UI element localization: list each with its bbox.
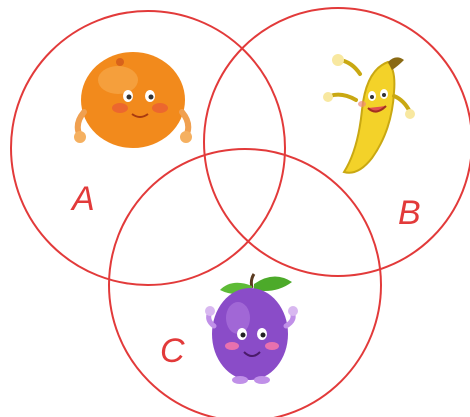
orange-character-icon — [74, 52, 192, 148]
set-a-circle — [11, 11, 285, 285]
set-b-circle — [204, 8, 470, 276]
set-b-label: B — [398, 194, 421, 232]
plum-character-icon — [205, 274, 298, 384]
banana-character-icon — [323, 54, 415, 173]
set-a-label: A — [70, 180, 95, 218]
set-c-label: C — [160, 332, 185, 370]
